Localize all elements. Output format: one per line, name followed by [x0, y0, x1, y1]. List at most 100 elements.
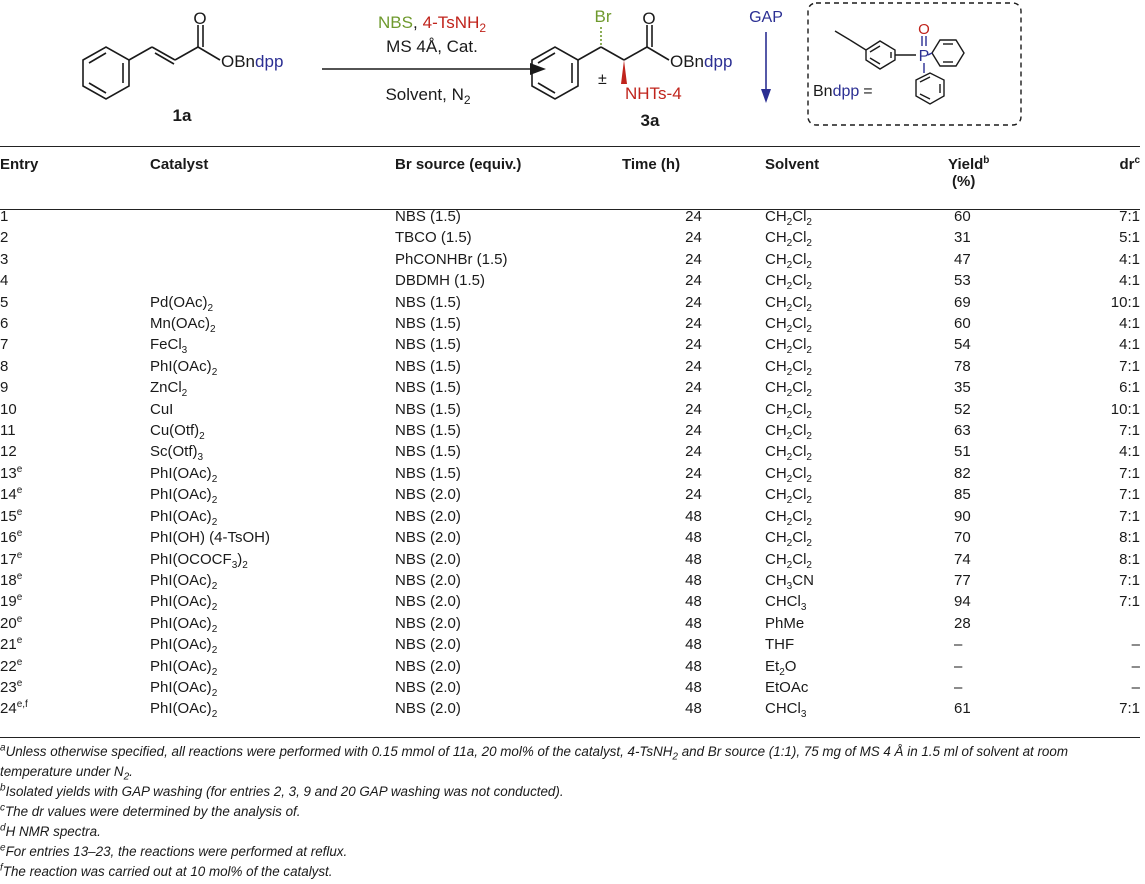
cell-yield: – — [954, 657, 963, 675]
cell-time: 24 — [685, 315, 702, 333]
cell-solvent: CH2Cl2 — [765, 357, 812, 378]
cell-catalyst: Mn(OAc)2 — [150, 315, 216, 336]
cell-catalyst: PhI(OAc)2 — [150, 636, 218, 657]
cell-catalyst: Sc(Otf)3 — [150, 443, 204, 464]
cell-yield: 90 — [954, 507, 971, 525]
reaction-arrowhead — [530, 63, 546, 75]
cell-br-source: NBS (1.5) — [395, 315, 461, 333]
cell-catalyst: PhI(OAc)2 — [150, 678, 218, 699]
cell-br-source: NBS (2.0) — [395, 657, 461, 675]
cell-time: 24 — [685, 422, 702, 440]
product-structure — [531, 25, 670, 100]
cell-yield: 52 — [954, 400, 971, 418]
cell-br-source: NBS (2.0) — [395, 550, 461, 568]
cell-br-source: NBS (1.5) — [395, 464, 461, 482]
bndpp-definition-label: Bndpp= — [813, 83, 873, 100]
cell-br-source: NBS (1.5) — [395, 422, 461, 440]
cell-time: 24 — [685, 379, 702, 397]
cell-time: 48 — [685, 571, 702, 589]
cell-solvent: CHCl3 — [765, 593, 807, 614]
header-catalyst: Catalyst — [150, 156, 209, 173]
cell-time: 24 — [685, 464, 702, 482]
cell-yield: – — [954, 678, 963, 696]
cell-solvent: PhMe — [765, 614, 805, 632]
table-top-rule — [0, 146, 1140, 147]
cell-dr: 4:1 — [1119, 272, 1140, 290]
cell-br-source: NBS (2.0) — [395, 614, 461, 632]
cell-yield: 28 — [954, 614, 971, 632]
cell-yield: 31 — [954, 229, 971, 247]
cell-dr: 4:1 — [1119, 336, 1140, 354]
cell-catalyst: ZnCl2 — [150, 379, 188, 400]
cell-dr: 8:1 — [1119, 529, 1140, 547]
cell-catalyst: PhI(OH) (4-TsOH) — [150, 529, 270, 547]
cell-dr: 4:1 — [1119, 443, 1140, 461]
cell-dr: 7:1 — [1119, 464, 1140, 482]
cell-catalyst: PhI(OAc)2 — [150, 571, 218, 592]
cell-entry: 14e — [0, 485, 23, 504]
header-solvent: Solvent — [765, 156, 820, 173]
header-entry: Entry — [0, 156, 39, 173]
cell-entry: 5 — [0, 293, 9, 311]
table-bottom-rule — [0, 737, 1140, 738]
optimization-table: Entry Catalyst Br source (equiv.) Time (… — [0, 150, 1140, 720]
carbonyl-o-label: O — [193, 9, 206, 28]
conditions-line-2: MS 4Å, Cat. — [386, 37, 478, 56]
cell-br-source: NBS (2.0) — [395, 593, 461, 611]
cell-br-source: DBDMH (1.5) — [395, 272, 486, 290]
cell-catalyst — [150, 249, 395, 270]
cell-entry: 23e — [0, 677, 23, 696]
cell-solvent: CH2Cl2 — [765, 550, 812, 571]
cell-solvent: CH2Cl2 — [765, 507, 812, 528]
footnote: dH NMR spectra. — [0, 822, 101, 839]
cell-entry: 19e — [0, 592, 23, 611]
cell-time: 48 — [685, 678, 702, 696]
cell-time: 48 — [685, 507, 702, 525]
cell-entry: 2 — [0, 229, 9, 247]
cell-br-source: NBS (2.0) — [395, 486, 461, 504]
cell-time: 48 — [685, 700, 702, 718]
cell-dr: 10:1 — [1110, 293, 1140, 311]
cell-time: 48 — [685, 529, 702, 547]
cell-entry: 20e — [0, 613, 23, 632]
footnote: bIsolated yields with GAP washing (for e… — [0, 782, 564, 799]
cell-yield: 47 — [954, 250, 971, 268]
cell-br-source: NBS (2.0) — [395, 571, 461, 589]
cell-catalyst — [150, 270, 395, 291]
cell-entry: 6 — [0, 315, 9, 333]
cell-time: 24 — [685, 208, 702, 225]
cell-entry: 13e — [0, 463, 23, 482]
cell-catalyst: PhI(OAc)2 — [150, 700, 218, 721]
cell-dr: – — [1131, 657, 1140, 675]
cell-dr: – — [1131, 678, 1140, 696]
cell-yield: 94 — [954, 593, 971, 611]
cell-solvent: CH2Cl2 — [765, 464, 812, 485]
product-label: 3a — [641, 111, 660, 130]
footnote: aUnless otherwise specified, all reactio… — [0, 742, 1068, 783]
cell-catalyst: PhI(OAc)2 — [150, 357, 218, 378]
cell-time: 24 — [685, 400, 702, 418]
conditions-line-1: NBS,4-TsNH2 — [378, 13, 486, 35]
cell-dr: 6:1 — [1119, 379, 1140, 397]
gap-label: GAP — [749, 9, 783, 26]
cell-solvent: CH2Cl2 — [765, 529, 812, 550]
cell-solvent: CH2Cl2 — [765, 422, 812, 443]
cell-catalyst: FeCl3 — [150, 336, 188, 357]
cell-time: 24 — [685, 336, 702, 354]
reactant-ester-label: OBndpp — [221, 52, 283, 71]
cell-time: 48 — [685, 657, 702, 675]
cell-dr: 7:1 — [1119, 422, 1140, 440]
cell-solvent: CH2Cl2 — [765, 379, 812, 400]
cell-yield: 63 — [954, 422, 971, 440]
cell-entry: 8 — [0, 357, 9, 375]
